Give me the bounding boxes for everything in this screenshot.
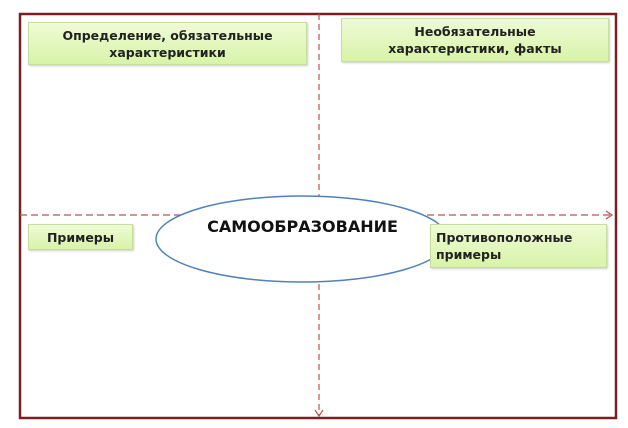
- box-non-examples: Противоположные примеры: [430, 224, 607, 268]
- center-ellipse: [155, 195, 449, 283]
- box-examples: Примеры: [28, 224, 133, 250]
- arrow-down-icon: [314, 409, 324, 418]
- center-term: САМООБРАЗОВАНИЕ: [207, 217, 398, 236]
- box-definition: Определение, обязательные характеристики: [28, 22, 307, 65]
- arrow-right-icon: [605, 210, 614, 220]
- outer-frame: [18, 12, 618, 420]
- box-optional-characteristics: Необязательные характеристики, факты: [341, 18, 609, 62]
